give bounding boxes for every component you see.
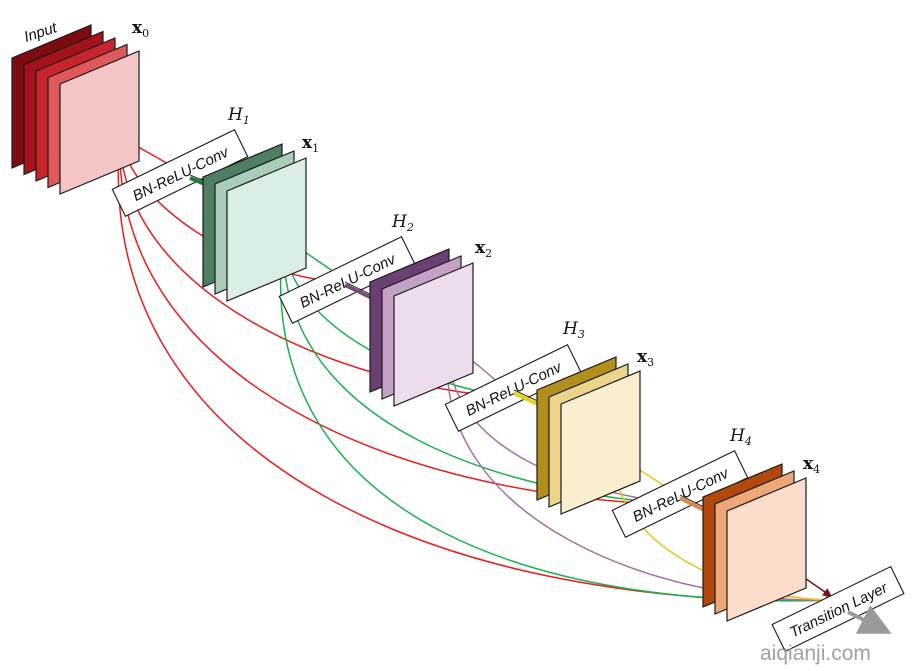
h1-label: H1	[227, 105, 250, 127]
x1-base: x	[302, 133, 313, 153]
x2-base: x	[475, 238, 486, 258]
conv-connector-h2	[344, 283, 373, 300]
feature-map-stack-x1	[202, 143, 307, 302]
x2-label: x2	[475, 238, 492, 260]
feature-maps	[11, 24, 807, 622]
feature-map-x0-layer-4	[59, 50, 140, 195]
conv-box-frame-h3	[444, 343, 582, 433]
feature-map-x4-layer-2	[726, 477, 807, 622]
transition-output-arrow	[847, 605, 892, 634]
h3-sub: 3	[578, 328, 585, 341]
feature-map-stack-x3	[536, 356, 641, 515]
x0-sub: 0	[142, 27, 149, 40]
conv-box-frame-h4	[611, 449, 749, 539]
h4-label: H4	[729, 426, 752, 448]
conv-connector-h3	[513, 391, 541, 407]
h1-sub: 1	[243, 114, 250, 127]
feature-map-stack-x4	[702, 463, 807, 622]
h3-base: H	[562, 319, 579, 339]
conv-box-frame-h1	[111, 128, 249, 218]
x2-sub: 2	[485, 247, 492, 260]
x3-sub: 3	[647, 356, 654, 369]
conv-box-frame-h2	[278, 235, 416, 325]
x4-sub: 4	[813, 463, 820, 476]
conv-connector-h4	[679, 496, 707, 513]
conv-connector-edge-h2	[344, 281, 373, 296]
conv-connector-edge-h4	[679, 494, 707, 509]
x3-base: x	[637, 347, 648, 367]
feature-map-x1-layer-2	[226, 157, 307, 302]
h4-base: H	[729, 426, 746, 446]
h2-label: H2	[391, 212, 414, 234]
feature-map-stack-x0	[11, 24, 140, 195]
x0-base: x	[132, 18, 143, 38]
feature-map-x2-layer-2	[393, 262, 474, 407]
x4-base: x	[803, 454, 814, 474]
x0-label: x0	[132, 18, 149, 40]
h2-base: H	[391, 212, 408, 232]
feature-map-stack-x2	[369, 248, 474, 407]
h4-sub: 4	[744, 435, 752, 448]
x3-label: x3	[637, 347, 654, 369]
x4-label: x4	[803, 454, 820, 476]
watermark: aiqianji.com	[760, 642, 871, 665]
h1-base: H	[227, 105, 244, 125]
x1-label: x1	[302, 133, 319, 155]
h2-sub: 2	[406, 221, 414, 234]
transition-box-frame	[771, 565, 905, 653]
feature-map-x3-layer-2	[560, 370, 641, 515]
h3-label: H3	[562, 319, 585, 341]
conv-connector-edge-h3	[513, 389, 541, 403]
x1-sub: 1	[312, 142, 319, 155]
